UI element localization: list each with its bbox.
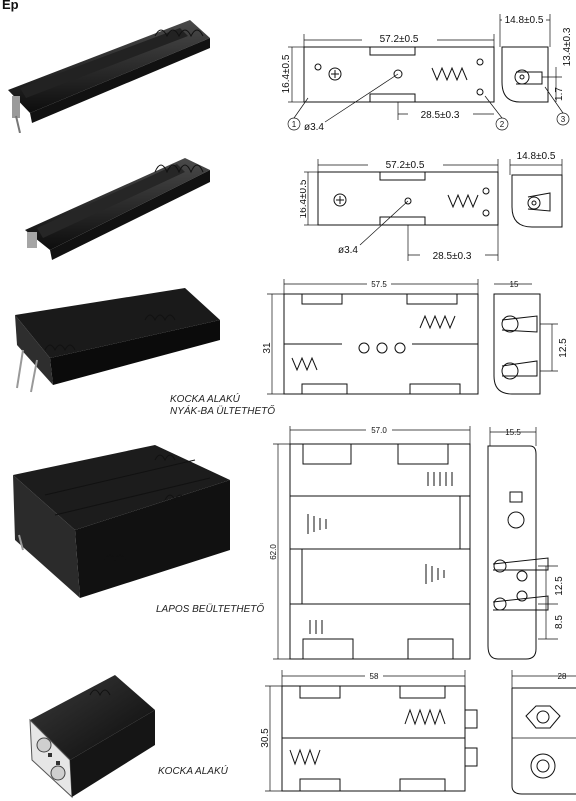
dimension-drawing-5: 58 30.5 28 xyxy=(260,670,576,795)
dimension-drawing-3: 57.5 31 15 12.5 xyxy=(262,278,569,395)
dim-pin-pitch-4: 12.5 xyxy=(554,576,565,596)
dim-side-width-5: 28 xyxy=(558,672,567,681)
caption-row-4: LAPOS BEÜLTETHETŐ xyxy=(156,604,276,616)
callout-1: 1 xyxy=(292,120,297,129)
dim-height-2: 16.4±0.5 xyxy=(300,179,309,218)
dim-side-width-2: 14.8±0.5 xyxy=(517,151,556,162)
dim-side-width-4: 15.5 xyxy=(505,428,521,437)
dim-length-3: 57.5 xyxy=(371,280,387,289)
caption-line: KOCKA ALAKÚ xyxy=(170,394,240,405)
dim-hole-2: ø3.4 xyxy=(338,245,358,256)
dim-height-3: 31 xyxy=(262,342,273,354)
dim-side-width-1: 14.8±0.5 xyxy=(505,15,544,26)
dim-length-2: 57.2±0.5 xyxy=(386,160,425,171)
callout-3: 3 xyxy=(561,115,566,124)
dim-length-5: 58 xyxy=(370,672,379,681)
dim-offset-1: 28.5±0.3 xyxy=(421,110,460,121)
dim-length-1: 57.2±0.5 xyxy=(380,34,419,45)
caption-line: LAPOS BEÜLTETHETŐ xyxy=(156,604,265,615)
caption-line: NYÁK-BA ÜLTETHETŐ xyxy=(170,406,276,417)
caption-row-5: KOCKA ALAKÚ xyxy=(158,766,268,778)
caption-row-3: KOCKA ALAKÚ NYÁK-BA ÜLTETHETŐ xyxy=(170,394,280,418)
dim-height-5: 30.5 xyxy=(260,728,271,748)
dim-pin-offset-4: 8.5 xyxy=(554,615,565,629)
battery-holder-photo-2 xyxy=(25,158,210,260)
battery-holder-photo-5 xyxy=(29,675,155,799)
dim-height-4: 62.0 xyxy=(269,544,278,560)
callout-2: 2 xyxy=(500,120,505,129)
dim-side-b-1: 1.7 xyxy=(554,87,565,101)
dimension-drawing-2: 57.2±0.5 16.4±0.5 ø3.4 28.5±0.3 14.8±0.5 xyxy=(300,151,563,262)
battery-holder-photo-1 xyxy=(8,20,210,133)
dim-pin-pitch-3: 12.5 xyxy=(558,338,569,358)
dim-length-4: 57.0 xyxy=(371,426,387,435)
dim-hole-1: ø3.4 xyxy=(304,122,324,133)
battery-holder-photo-4 xyxy=(13,445,230,598)
battery-holder-photo-3 xyxy=(15,288,220,393)
dim-side-width-3: 15 xyxy=(510,280,519,289)
dim-height-1: 16.4±0.5 xyxy=(281,54,292,93)
caption-line: KOCKA ALAKÚ xyxy=(158,766,228,777)
dim-side-a-1: 13.4±0.3 xyxy=(562,27,573,66)
section-label: Ep xyxy=(2,0,19,12)
dimension-drawing-4: 57.0 62.0 15.5 12.5 8.5 xyxy=(269,425,565,660)
dimension-drawing-1: 57.2±0.5 16.4±0.5 28.5±0.3 ø3.4 1 2 3 14… xyxy=(281,13,573,133)
dim-offset-2: 28.5±0.3 xyxy=(433,251,472,262)
